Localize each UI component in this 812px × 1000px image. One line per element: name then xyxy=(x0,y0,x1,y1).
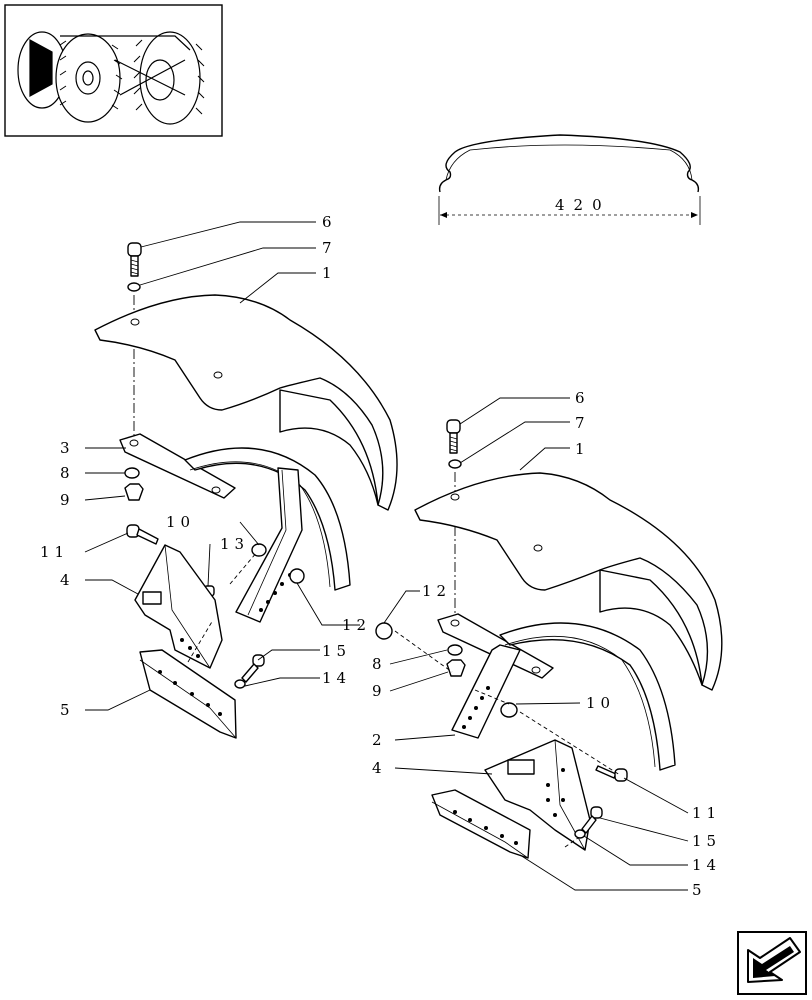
bolt-icon xyxy=(446,419,461,454)
callout-1: 1 xyxy=(322,264,337,282)
right-leader-lines xyxy=(383,397,689,891)
callout-5: 5 xyxy=(692,881,707,899)
callout-9: 9 xyxy=(60,491,75,509)
washer-icon xyxy=(574,829,586,839)
callout-8: 8 xyxy=(372,655,387,673)
callout-1: 1 xyxy=(575,440,590,458)
nut-icon xyxy=(124,483,144,501)
fender-left xyxy=(94,294,398,511)
fender-profile-section: 420 xyxy=(438,134,701,225)
washer-icon xyxy=(448,459,462,469)
washer-icon xyxy=(447,644,463,656)
callout-7: 7 xyxy=(575,414,590,432)
nut-icon xyxy=(446,659,466,677)
stay-bracket-left xyxy=(119,433,236,499)
washer-icon xyxy=(124,467,140,479)
callout-15: 15 xyxy=(322,642,351,660)
bush-icon xyxy=(289,568,305,584)
callout-12: 12 xyxy=(342,616,371,634)
bolt-icon xyxy=(127,242,142,277)
spacer-icon xyxy=(500,702,518,718)
tractor-thumbnail-icon xyxy=(4,4,223,137)
callout-6: 6 xyxy=(322,213,337,231)
bolt-icon xyxy=(595,765,628,782)
callout-13: 13 xyxy=(220,535,249,553)
callout-2: 2 xyxy=(372,731,387,749)
left-leader-lines xyxy=(84,221,360,711)
support-arm-left xyxy=(235,467,303,623)
mounting-plate-left xyxy=(139,649,237,739)
callout-5: 5 xyxy=(60,701,75,719)
dimension-label: 420 xyxy=(555,196,611,214)
next-page-arrow-icon[interactable] xyxy=(737,931,807,995)
left-fender-assembly xyxy=(94,242,398,739)
callout-7: 7 xyxy=(322,239,337,257)
bolt-icon xyxy=(581,806,603,834)
mounting-bracket-left xyxy=(134,544,223,669)
callout-6: 6 xyxy=(575,389,590,407)
washer-icon xyxy=(234,679,246,689)
callout-10: 10 xyxy=(586,694,615,712)
callout-14: 14 xyxy=(322,669,351,687)
callout-12: 12 xyxy=(422,582,451,600)
stay-bracket-right xyxy=(437,613,554,679)
callout-9: 9 xyxy=(372,682,387,700)
callout-10: 10 xyxy=(166,513,195,531)
callout-14: 14 xyxy=(692,856,721,874)
callout-8: 8 xyxy=(60,464,75,482)
mounting-plate-right xyxy=(431,789,531,859)
support-arm-right xyxy=(451,644,521,739)
callout-4: 4 xyxy=(372,759,387,777)
bolt-icon xyxy=(241,654,265,683)
right-callout-labels: 6 7 1 12 8 9 10 2 4 11 15 14 5 xyxy=(372,389,721,899)
right-fender-assembly xyxy=(375,419,723,859)
mounting-bracket-right xyxy=(484,739,591,851)
left-callout-labels: 6 7 1 3 8 9 10 11 13 4 12 15 14 5 xyxy=(40,213,371,719)
callout-15: 15 xyxy=(692,832,721,850)
bush-icon xyxy=(375,622,393,640)
fender-right xyxy=(414,472,723,691)
spacer-icon xyxy=(251,543,267,557)
callout-11: 11 xyxy=(692,804,721,822)
bolt-icon xyxy=(126,524,159,545)
callout-3: 3 xyxy=(60,439,75,457)
callout-4: 4 xyxy=(60,571,75,589)
callout-11: 11 xyxy=(40,543,69,561)
washer-icon xyxy=(127,282,141,292)
